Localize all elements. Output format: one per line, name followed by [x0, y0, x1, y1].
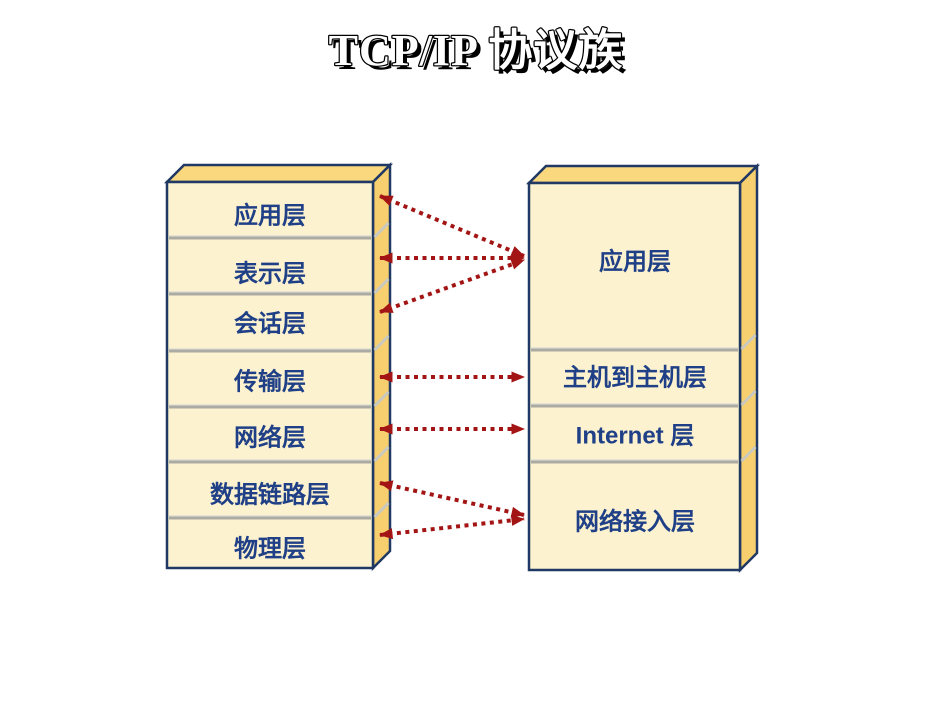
- osi-layer-label-transport: 传输层: [233, 368, 306, 396]
- arrow-session-to-application: [379, 258, 525, 314]
- tcpip-box-side-face: [738, 162, 759, 574]
- osi-stack-box: 应用层 表示层 会话层 传输层 网络层 数据链路层 物理层: [163, 161, 394, 572]
- osi-box-top-face: [163, 163, 394, 184]
- mapping-arrows: [379, 194, 525, 540]
- osi-layer-label-datalink: 数据链路层: [210, 481, 330, 509]
- osi-layer-label-application: 应用层: [234, 202, 306, 230]
- osi-layer-label-presentation: 表示层: [234, 261, 306, 288]
- tcpip-side-notch: [740, 389, 757, 407]
- slide-title: TCP/IP 协议族: [329, 26, 624, 75]
- arrow-datalink-to-network-access: [379, 480, 525, 518]
- osi-side-notch: [373, 334, 390, 352]
- osi-side-notch: [373, 445, 390, 463]
- osi-layer-label-physical: 物理层: [234, 536, 306, 563]
- tcpip-box-front-face: [527, 181, 742, 572]
- slide-title-shadow: TCP/IP 协议族: [333, 30, 628, 79]
- tcpip-layer-label-host-to-host: 主机到主机层: [563, 365, 707, 392]
- osi-layer-label-network: 网络层: [234, 424, 306, 452]
- tcpip-layer-label-network-access: 网络接入层: [575, 508, 695, 536]
- tcpip-box-top-face: [525, 164, 761, 185]
- osi-box-front-face: [165, 180, 375, 570]
- tcpip-layer-label-internet: Internet 层: [576, 423, 695, 450]
- tcpip-layer-label-application: 应用层: [599, 248, 671, 276]
- osi-layer-label-session: 会话层: [234, 310, 306, 338]
- tcpip-side-notch: [740, 445, 757, 463]
- tcpip-side-notch: [740, 333, 757, 351]
- tcpip-stack-box: 应用层 主机到主机层 Internet 层 网络接入层: [525, 162, 761, 574]
- arrow-physical-to-network-access: [379, 514, 525, 540]
- osi-side-notch: [373, 390, 390, 408]
- arrow-application-to-application: [379, 194, 525, 258]
